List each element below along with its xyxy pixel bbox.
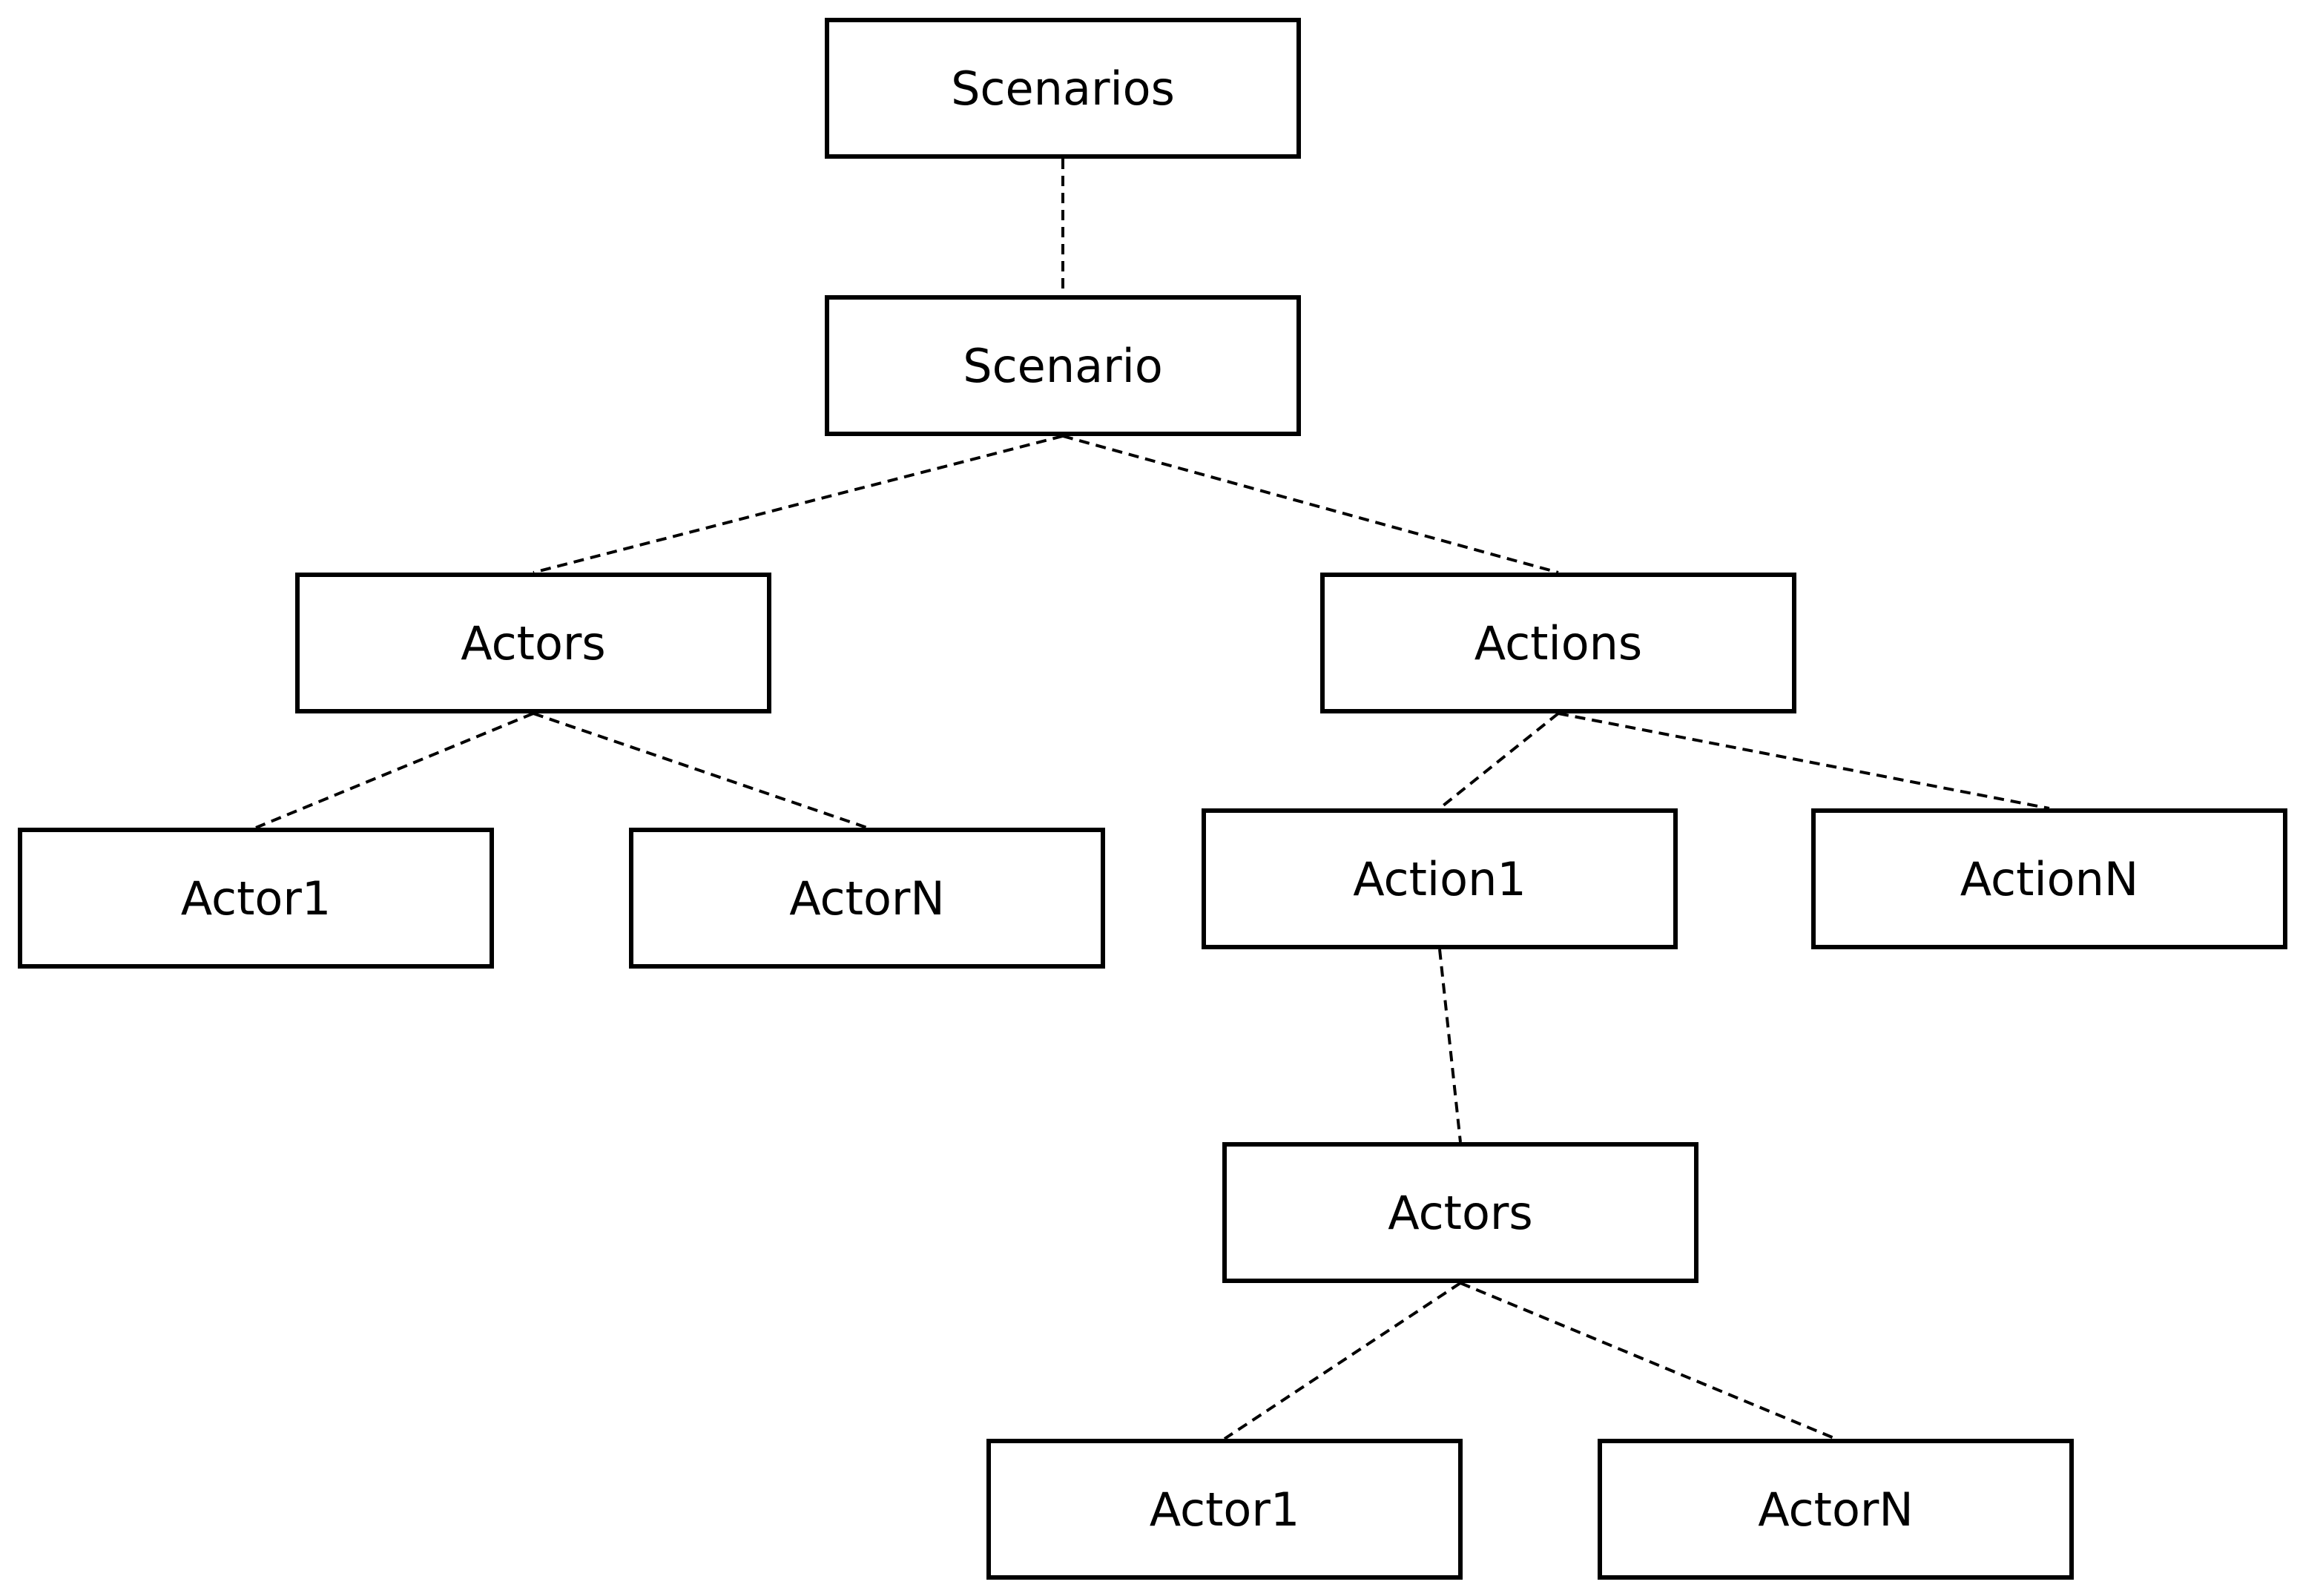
- node-label: ActorN: [789, 871, 945, 926]
- connector-actors-actorn-lower: [1460, 1282, 1836, 1440]
- connector-action1-actors: [1438, 949, 1462, 1143]
- node-action1: Action1: [1202, 808, 1678, 949]
- node-label: Scenarios: [951, 61, 1175, 116]
- node-sub-actorn: ActorN: [1598, 1439, 2074, 1580]
- node-label: Scenario: [963, 338, 1163, 393]
- node-scenario: Scenario: [825, 295, 1301, 436]
- node-actionn: ActionN: [1811, 808, 2287, 949]
- node-sub-actors: Actors: [1222, 1142, 1698, 1283]
- connector-actors-actorn: [533, 712, 868, 829]
- node-actors: Actors: [295, 573, 771, 713]
- node-actorn: ActorN: [629, 828, 1105, 969]
- connector-scenario-actions: [1062, 435, 1559, 574]
- connector-actors-actor1-lower: [1223, 1282, 1462, 1440]
- node-label: Actor1: [180, 871, 332, 926]
- node-actions: Actions: [1320, 573, 1796, 713]
- node-label: Actor1: [1149, 1482, 1300, 1537]
- node-label: ActorN: [1758, 1482, 1914, 1537]
- node-scenarios: Scenarios: [825, 18, 1301, 159]
- node-label: Actions: [1474, 616, 1643, 670]
- node-sub-actor1: Actor1: [986, 1439, 1463, 1580]
- node-label: Action1: [1353, 851, 1526, 906]
- connector-actions-actionn: [1558, 712, 2050, 810]
- connector-actors-actor1: [255, 712, 534, 829]
- node-label: Actors: [461, 616, 606, 670]
- connector-scenario-actors: [533, 435, 1064, 574]
- node-label: Actors: [1388, 1185, 1533, 1240]
- node-actor1: Actor1: [18, 828, 494, 969]
- node-label: ActionN: [1960, 851, 2139, 906]
- connector-actions-action1: [1438, 712, 1560, 810]
